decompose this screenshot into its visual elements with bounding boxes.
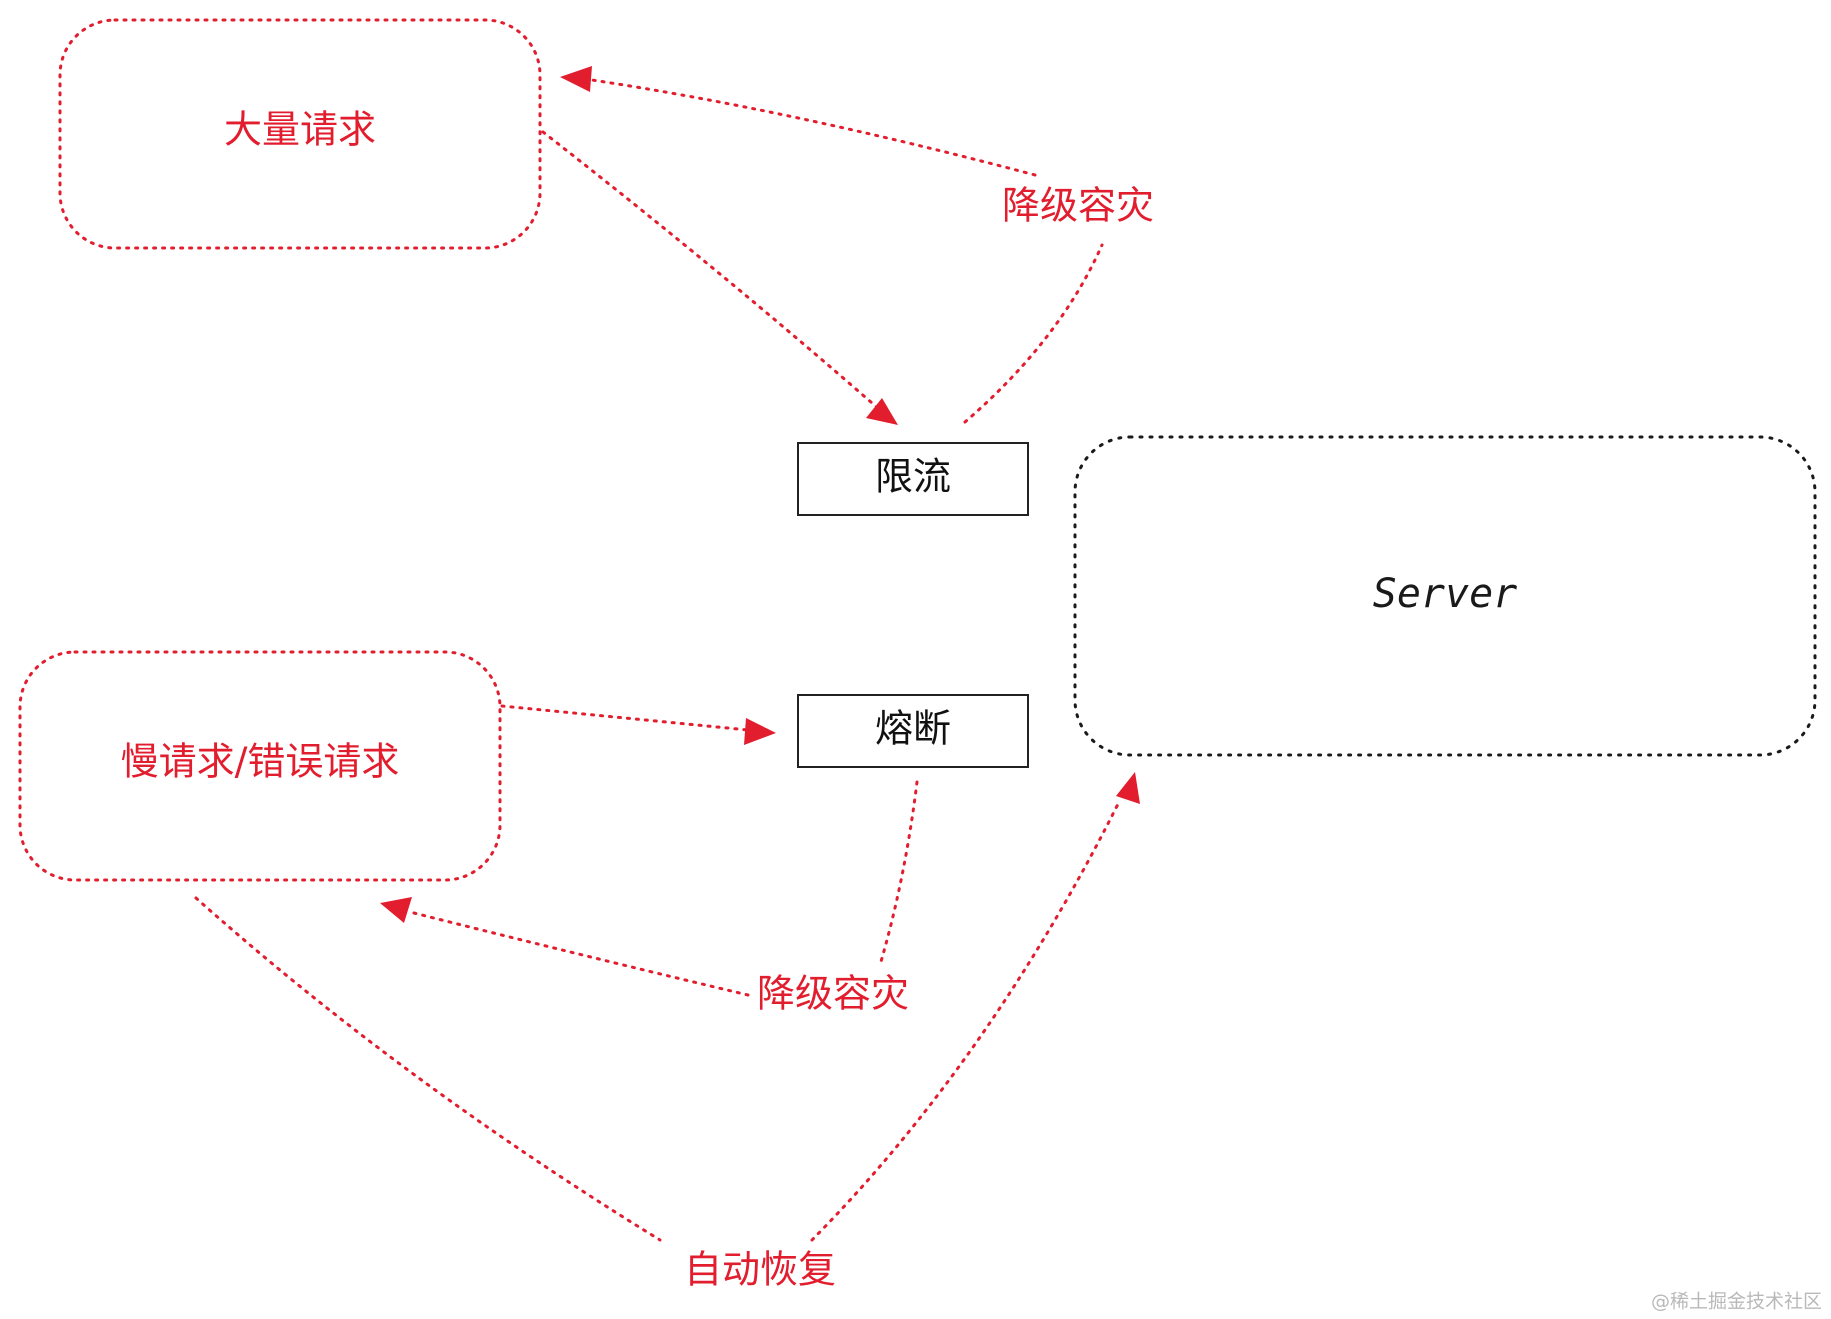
edge-degrade-to-slow-arrowhead [380,897,412,923]
circuit-breaker-box [797,694,1029,768]
edge-mass-to-ratelimit [541,130,898,425]
auto-recover-label: 自动恢复 [684,1248,836,1292]
server-node: Server [1073,435,1817,757]
edge-mass-to-ratelimit-line [541,130,882,412]
edge-recover-to-server-arrowhead [1116,772,1140,804]
degrade-label-top: 降级容灾 [1002,184,1154,228]
rate-limit-node: 限流 [797,442,1029,516]
slow-error-requests-box [18,650,502,882]
rate-limit-label: 限流 [875,455,951,499]
mass-requests-label: 大量请求 [224,108,376,152]
watermark-text: @稀土掘金技术社区 [1651,1291,1822,1313]
edge-degrade-to-slow-line [408,910,750,997]
slow-error-requests-label: 慢请求/错误请求 [121,740,400,784]
edge-slow-to-breaker-arrowhead [744,718,776,745]
slow-error-requests-node: 慢请求/错误请求 [18,650,502,882]
edge-breaker-degrade-to-slow: 降级容灾 [380,780,919,1016]
rate-limit-box [797,442,1029,516]
edge-degrade-to-mass-arrowhead [560,66,592,92]
server-box [1073,435,1817,757]
circuit-breaker-label: 熔断 [875,707,951,751]
edge-breaker-to-degrade-line [878,780,919,967]
edge-degrade-to-mass-line [590,78,1037,177]
mass-requests-box [58,18,542,250]
edge-ratelimit-to-degrade-line [963,243,1104,424]
edge-recover-to-server-line [810,798,1122,1242]
edge-slow-to-breaker [500,704,776,745]
circuit-breaker-node: 熔断 [797,694,1029,768]
mass-requests-node: 大量请求 [58,18,542,250]
edge-ratelimit-degrade-to-mass: 降级容灾 [560,66,1154,424]
edge-auto-recover: 自动恢复 [194,772,1140,1292]
edge-mass-to-ratelimit-arrowhead [866,398,898,425]
edge-slow-to-breaker-line [500,704,750,732]
degrade-label-bottom: 降级容灾 [757,972,909,1016]
server-label: Server [1373,571,1518,617]
edge-slow-to-recover-line [194,896,662,1242]
